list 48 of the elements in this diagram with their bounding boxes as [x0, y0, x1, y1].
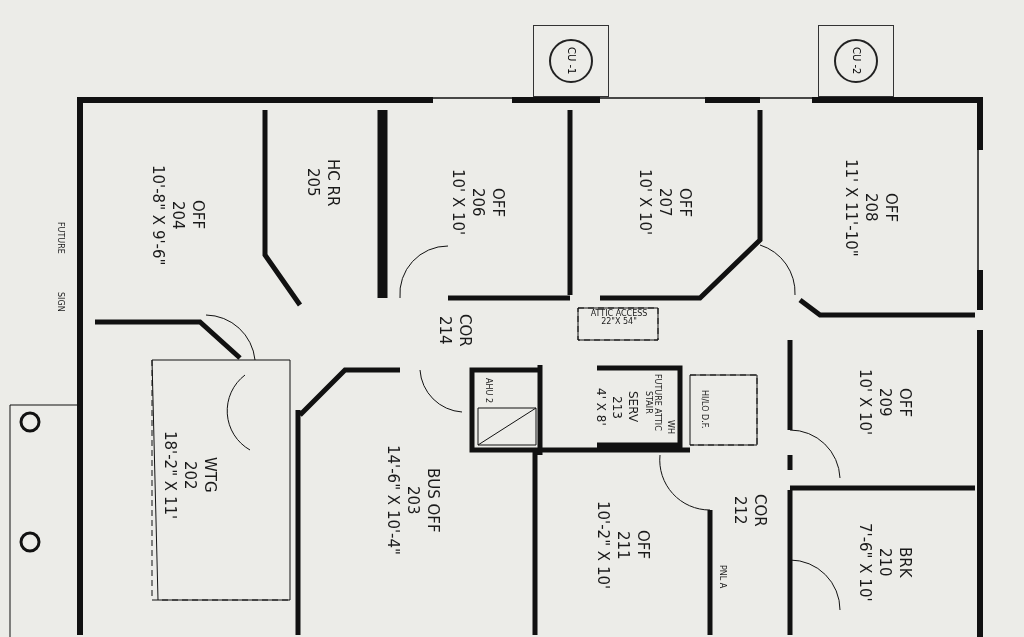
room-number: 213 [610, 395, 624, 419]
condenser-unit-label: CU -1 [549, 39, 593, 83]
condenser-unit-label: CU -2 [834, 39, 878, 83]
equipment-tag: AHU 2 [484, 378, 493, 403]
panel-tag: PNL A [718, 565, 727, 589]
room-dimensions: 14'-6" X 10'-4" [383, 445, 402, 555]
room-name: WTG [201, 457, 219, 493]
room-name: BRK [896, 547, 914, 578]
room-dimensions: 10'-2" X 10' [593, 500, 612, 590]
room-dimensions: 11' X 11'-10" [841, 158, 860, 257]
room-number: 204 [168, 200, 187, 230]
room-name: OFF [633, 530, 652, 560]
room-dimensions: 10'-8" X 9'-6" [148, 164, 167, 266]
room-name: OFF [881, 192, 900, 222]
room-number: 207 [656, 188, 674, 217]
room-name: OFF [676, 187, 694, 217]
room-name: BUS OFF [423, 467, 442, 533]
room-number: 206 [468, 188, 487, 217]
condenser-pad [533, 25, 609, 97]
room-number: 203 [403, 485, 422, 515]
room-number: 214 [436, 315, 454, 345]
room-name: COR [456, 313, 474, 347]
room-dimensions: 4' X 8' [594, 388, 608, 426]
sign-note: SIGN [56, 292, 65, 312]
room-name: HC RR [323, 158, 342, 207]
room-number: 212 [730, 495, 749, 525]
room-number: 211 [613, 530, 632, 560]
room-number: 205 [303, 168, 322, 197]
room-number: 210 [876, 548, 894, 577]
sign-note: FUTURE [56, 222, 65, 254]
condenser-pad [818, 25, 894, 97]
stair-note: FUTURE ATTIC STAIR [644, 372, 661, 432]
room-name: COR [750, 493, 769, 527]
room-dimensions: 10' X 10' [448, 169, 467, 236]
room-name: OFF [896, 387, 914, 417]
room-dimensions: 10' X 10' [636, 169, 654, 236]
room-number: 208 [861, 193, 880, 222]
room-number: 209 [876, 388, 894, 417]
fixture-note: HI/LO D.F. [700, 390, 709, 429]
room-dimensions: 18'-2" X 11' [161, 430, 179, 520]
attic-access-note: ATTIC ACCESS 22"X 54" [589, 310, 649, 327]
room-name: OFF [188, 200, 207, 230]
room-dimensions: 7'-6" X 10' [856, 523, 874, 602]
equipment-tag: WH [666, 420, 675, 434]
room-dimensions: 10' X 10' [856, 369, 874, 436]
room-number: 202 [181, 460, 199, 490]
room-name: OFF [488, 187, 507, 217]
room-name: SERV [626, 391, 640, 423]
